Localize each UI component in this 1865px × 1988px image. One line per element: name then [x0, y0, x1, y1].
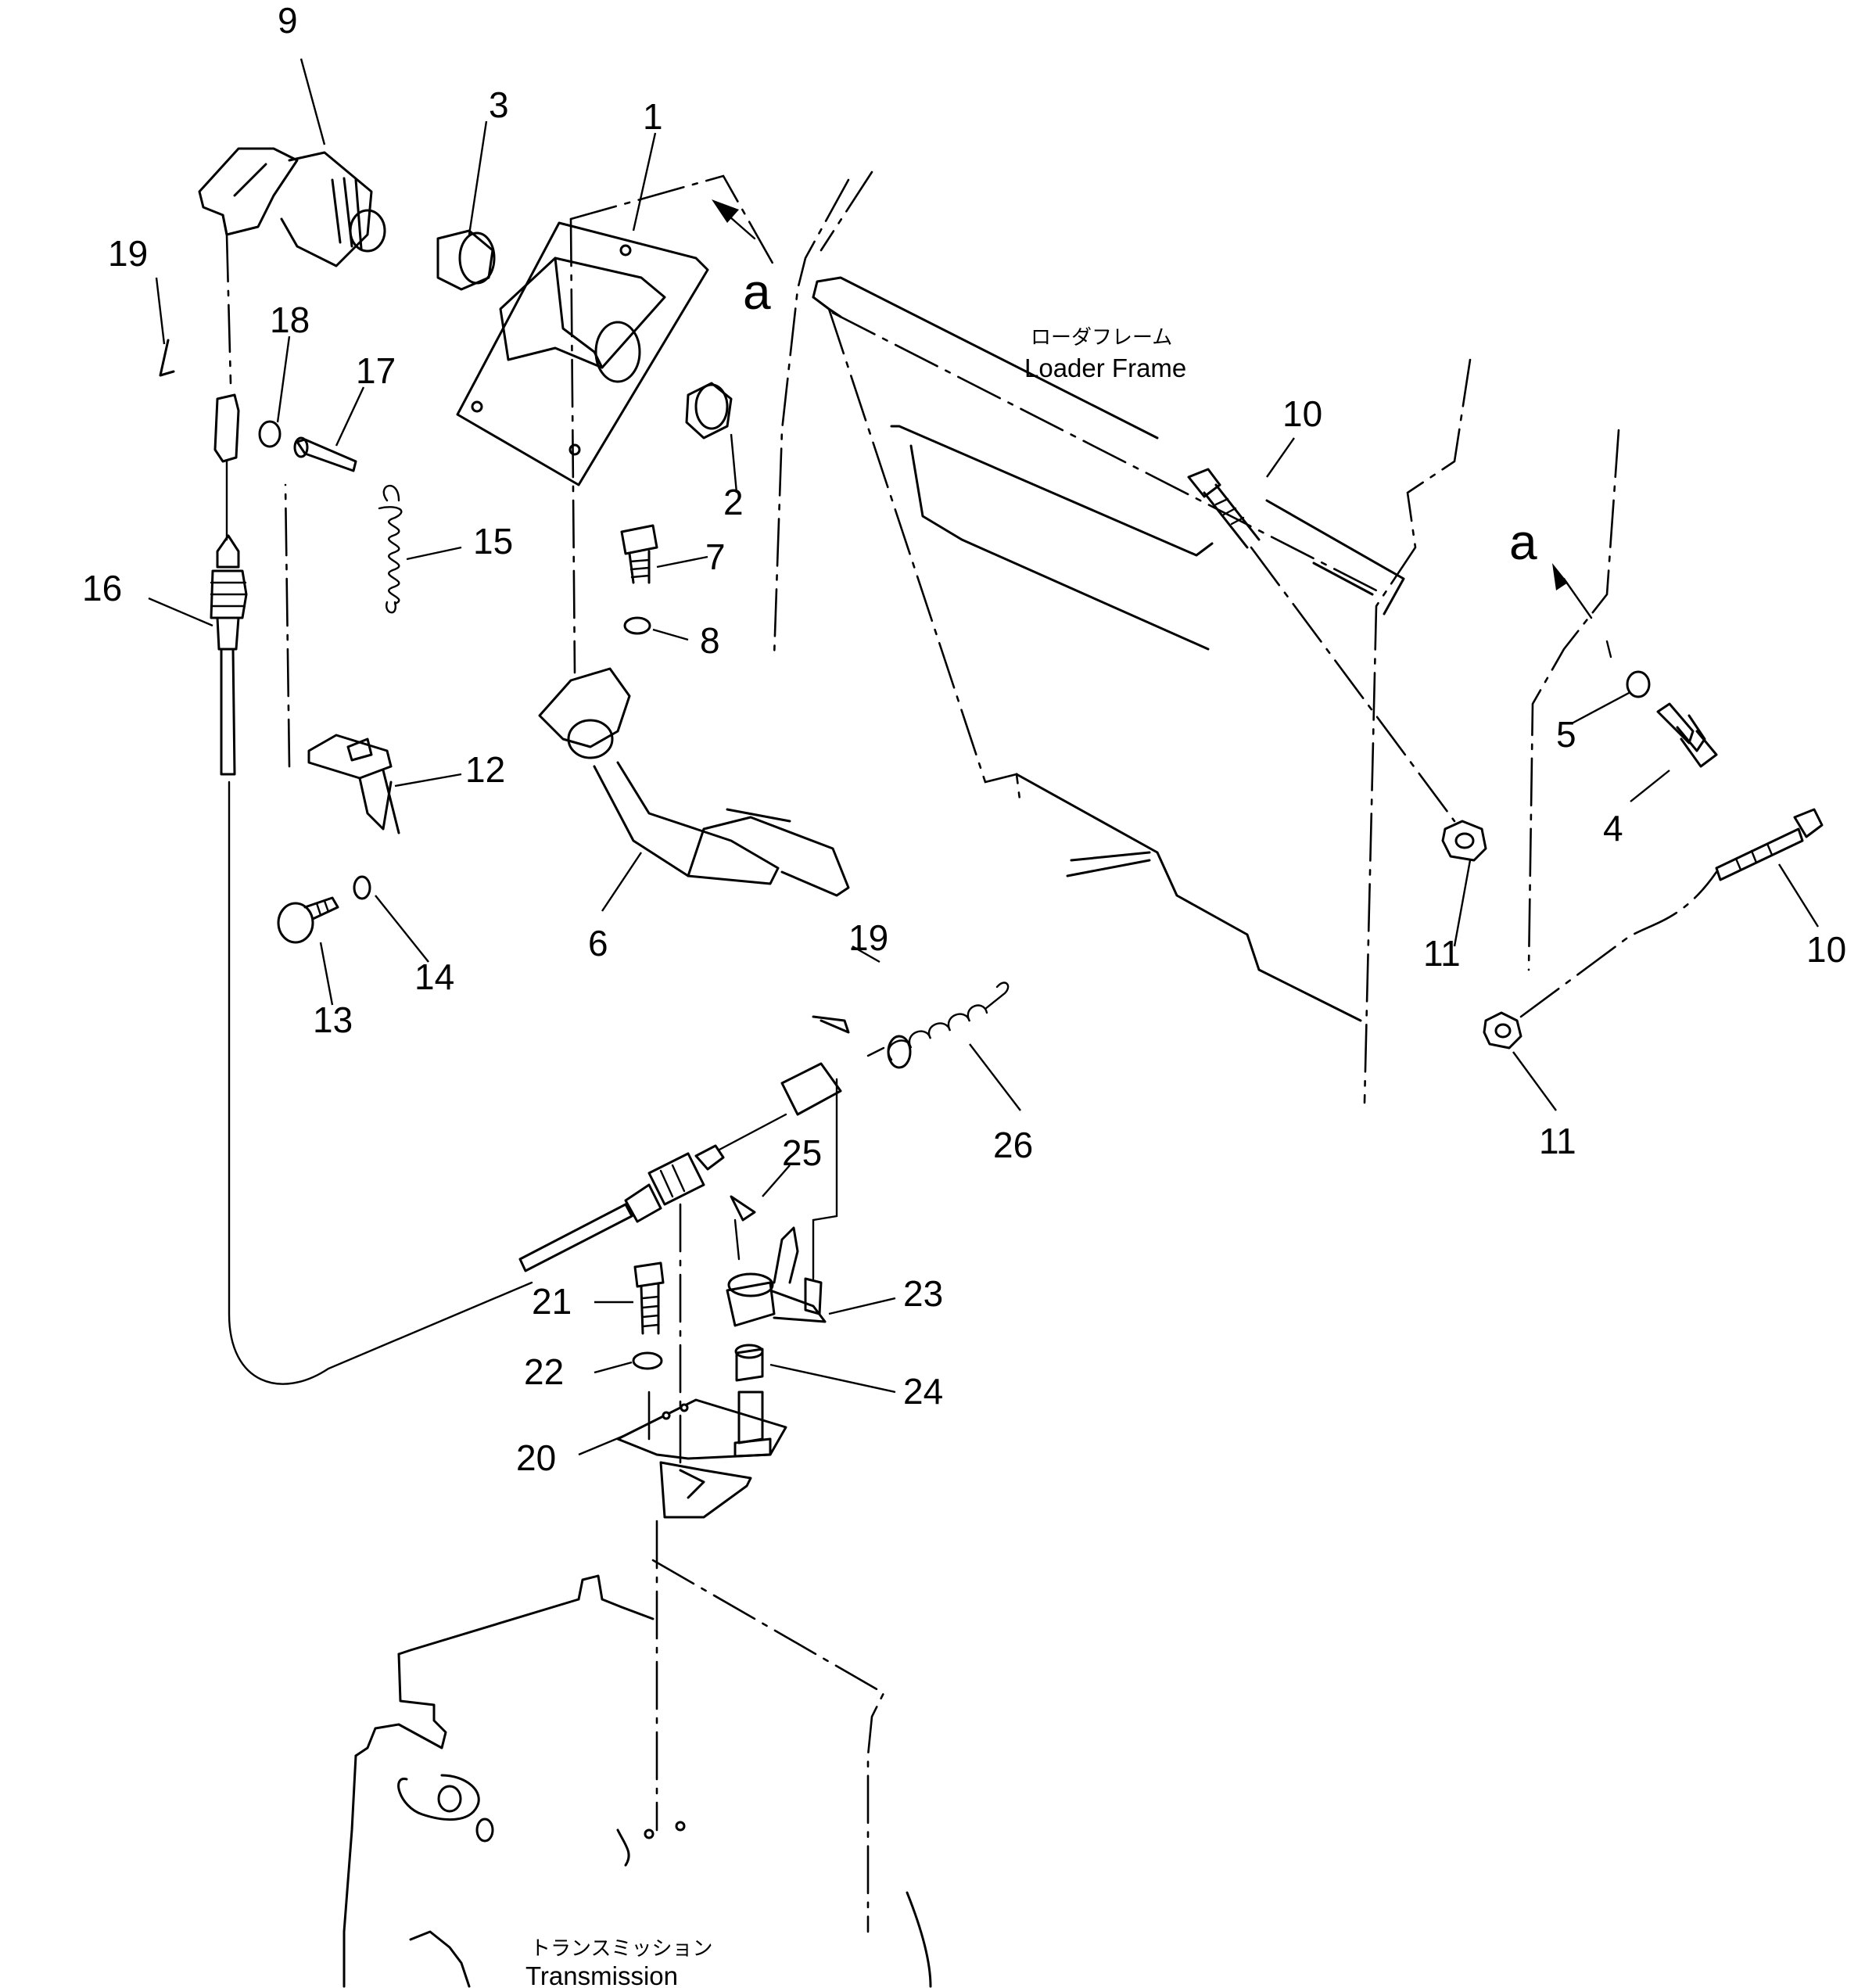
part-22-washer: [632, 1351, 663, 1370]
callout-24: 24: [903, 1371, 943, 1412]
callout-11-right: 11: [1539, 1121, 1576, 1161]
transmission-housing: [343, 1403, 932, 1988]
callout-10-upper: 10: [1282, 393, 1322, 434]
callout-3: 3: [489, 84, 509, 125]
part-8-washer: [623, 616, 651, 635]
part-11-nut-upper: [1441, 820, 1487, 862]
callout-2: 2: [723, 482, 744, 522]
centerlines-lower: [647, 1203, 682, 1832]
part-2-bushing: [685, 382, 733, 440]
view-markers: a a: [743, 264, 1537, 570]
part-10-bolt-upper: [1187, 468, 1261, 549]
centerline-10-11: [1250, 546, 1456, 823]
callout-1: 1: [643, 96, 663, 137]
callout-7: 7: [705, 536, 726, 577]
callout-labels: 9 3 1 19 18 17 2 15 7 16 8 12 6 14 13 10…: [82, 0, 1846, 1478]
part-25-pin: [730, 1195, 756, 1261]
callout-13: 13: [313, 999, 353, 1040]
callout-18: 18: [270, 300, 310, 340]
part-4-bolt: [1656, 702, 1718, 768]
part-12-bracket: [307, 734, 400, 834]
callout-23: 23: [903, 1273, 943, 1314]
callout-9: 9: [278, 0, 298, 41]
centerline-10-11-right: [1519, 870, 1718, 1018]
part-19-pin-lower: [812, 1015, 850, 1034]
loader-frame-label-jp: ローダフレーム: [1031, 326, 1172, 350]
part-9-lever: [198, 147, 386, 267]
loader-frame: [812, 276, 1472, 1104]
view-a-detail: [1527, 429, 1620, 971]
part-7-bolt: [620, 524, 658, 584]
callout-17: 17: [356, 350, 396, 391]
part-24-bushing: [734, 1344, 764, 1382]
part-18-washer: [258, 420, 282, 448]
transmission-label-en: Transmission: [525, 1961, 678, 1988]
callout-19-lower: 19: [848, 917, 888, 958]
part-11-nut-right: [1483, 1011, 1522, 1050]
part-15-spring: [378, 485, 403, 614]
callout-6: 6: [588, 923, 608, 963]
callout-20: 20: [516, 1437, 556, 1478]
part-19-pin-upper: [159, 339, 175, 377]
view-marker-a-left: a: [743, 264, 771, 320]
part-3-bushing: [436, 229, 496, 291]
part-6-pedal: [538, 667, 850, 897]
component-labels: ローダフレーム Loader Frame トランスミッション Transmiss…: [525, 326, 1186, 1988]
part-17-pin: [293, 436, 357, 472]
callout-26: 26: [993, 1125, 1033, 1165]
callout-19-upper: 19: [108, 233, 148, 274]
callout-16: 16: [82, 568, 122, 608]
part-20-plate: [616, 1391, 787, 1519]
callout-10-right: 10: [1806, 929, 1846, 970]
loader-frame-label-en: Loader Frame: [1024, 353, 1186, 382]
part-5-washer: [1626, 670, 1651, 698]
view-marker-a-right: a: [1509, 514, 1537, 570]
leader-lines: [148, 58, 1820, 1456]
part-16-cable-lower: [228, 780, 842, 1385]
callout-25: 25: [782, 1132, 822, 1173]
part-13-bolt: [277, 896, 339, 944]
view-arrow-a-left: [712, 199, 756, 240]
callout-22: 22: [524, 1351, 564, 1392]
callout-5: 5: [1556, 714, 1576, 755]
callout-21: 21: [532, 1281, 572, 1322]
callout-15: 15: [473, 521, 513, 562]
part-1-bracket: [456, 221, 709, 486]
part-16-cable-upper: [210, 393, 248, 776]
part-23-lever: [726, 1078, 838, 1327]
part-26-spring: [866, 981, 1010, 1069]
callout-8: 8: [700, 620, 720, 661]
callout-11-upper: 11: [1423, 933, 1461, 974]
part-21-bolt: [633, 1261, 665, 1335]
callout-14: 14: [414, 956, 454, 997]
callout-4: 4: [1603, 808, 1623, 849]
transmission-label-jp: トランスミッション: [530, 1937, 712, 1961]
part-14-washer: [353, 875, 371, 900]
callout-12: 12: [465, 749, 505, 790]
part-10-bolt-right: [1715, 808, 1824, 881]
centerlines-upper: [225, 170, 873, 768]
